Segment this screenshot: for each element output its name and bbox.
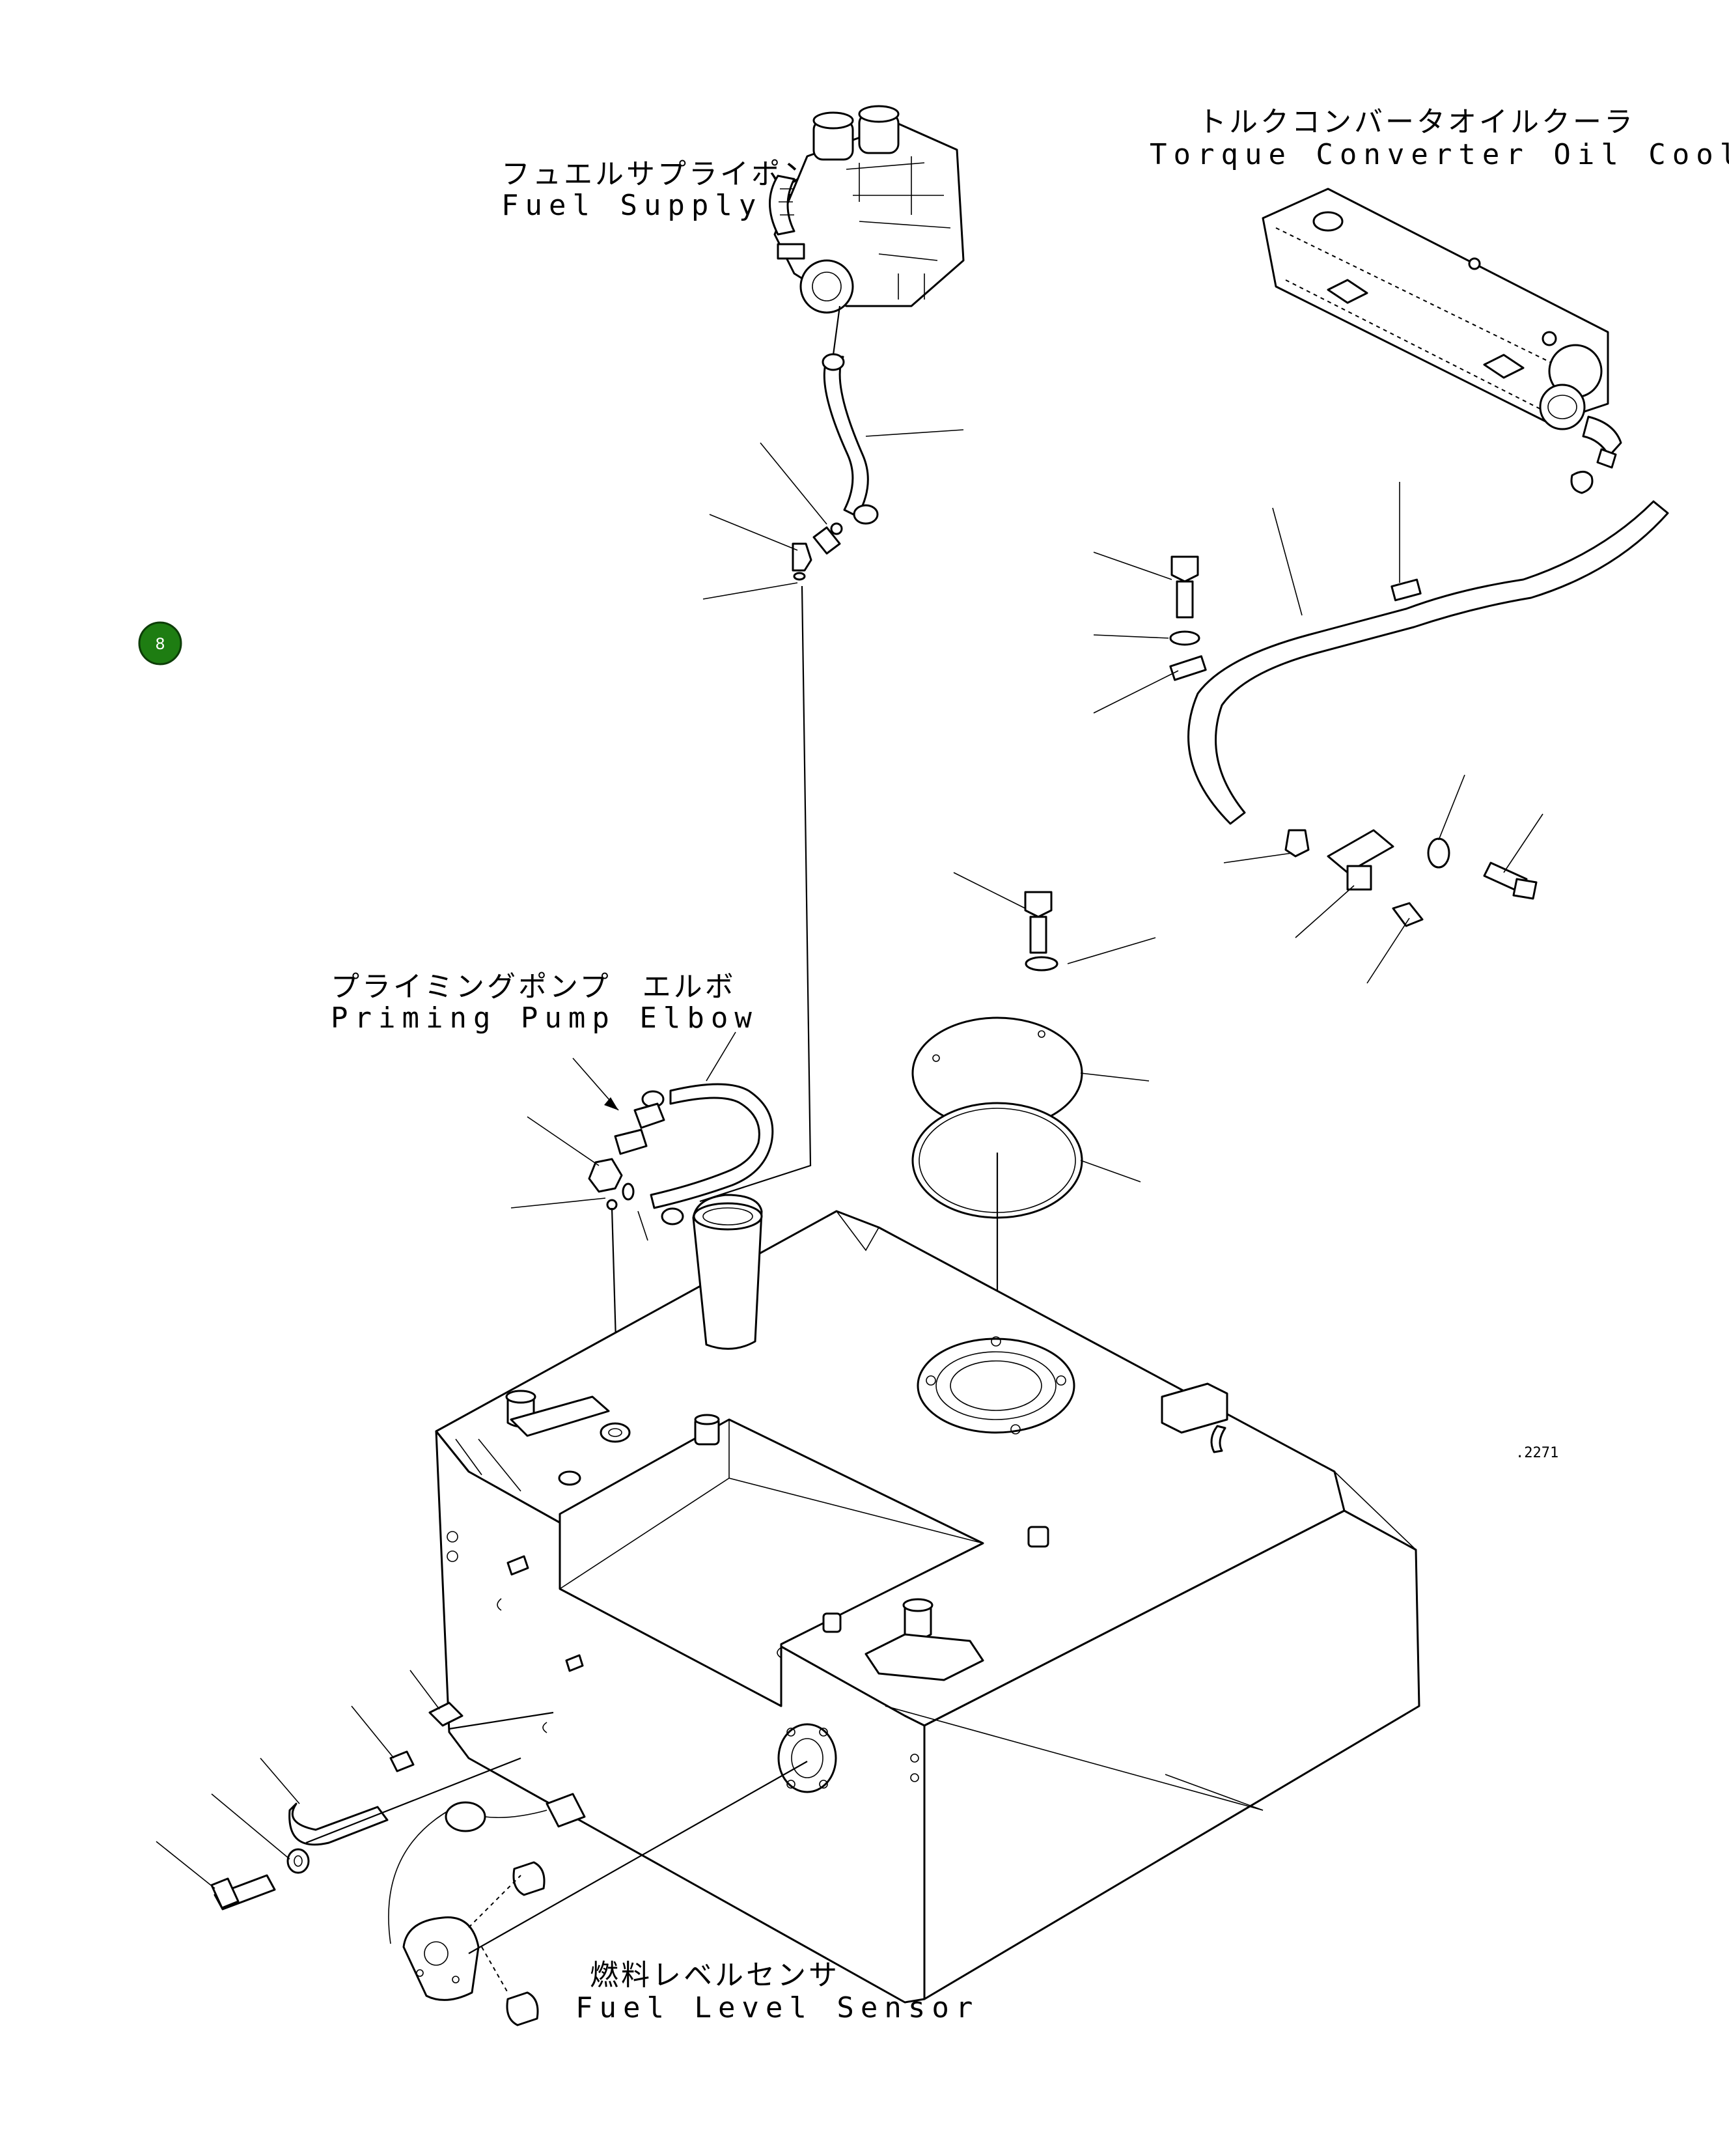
fuel-tank bbox=[351, 1194, 1420, 2004]
label-priming-pump-elbow: プライミングポンプ エルボ Priming Pump Elbow bbox=[331, 970, 758, 1035]
label-fuel-level-sensor-jp: 燃料レベルセンサ bbox=[590, 1959, 840, 1992]
label-priming-pump-elbow-en: Priming Pump Elbow bbox=[331, 1001, 758, 1035]
oil-cooler-drawing bbox=[1262, 188, 1622, 494]
tank-leader-line bbox=[1165, 1774, 1264, 1811]
pump-tube-assembly bbox=[699, 305, 964, 1203]
label-torque-converter-oil-cooler: トルクコンバータオイルクーラ Torque Converter Oil Cool… bbox=[1150, 105, 1729, 171]
label-torque-converter-jp: トルクコンバータオイルクーラ bbox=[1198, 105, 1635, 139]
priming-hose-assembly bbox=[510, 1031, 774, 1430]
item-number-badge[interactable]: 8 bbox=[138, 621, 182, 665]
label-fuel-supply-pump-jp: フュエルサプライポンプ bbox=[501, 158, 844, 191]
clamp-bolt-assembly bbox=[156, 1757, 521, 1911]
badge-number: 8 bbox=[155, 635, 165, 653]
cover-plate-assembly bbox=[911, 872, 1156, 1387]
cooler-hose-assembly bbox=[1093, 482, 1669, 984]
drawing-code: .2271 bbox=[1515, 1445, 1558, 1461]
label-torque-converter-en: Torque Converter Oil Cooler bbox=[1150, 138, 1729, 171]
fuel-level-sensor-drawing bbox=[388, 1761, 808, 2026]
fuel-supply-pump-drawing bbox=[769, 105, 965, 314]
label-priming-pump-elbow-jp: プライミングポンプ エルボ bbox=[331, 970, 736, 1003]
